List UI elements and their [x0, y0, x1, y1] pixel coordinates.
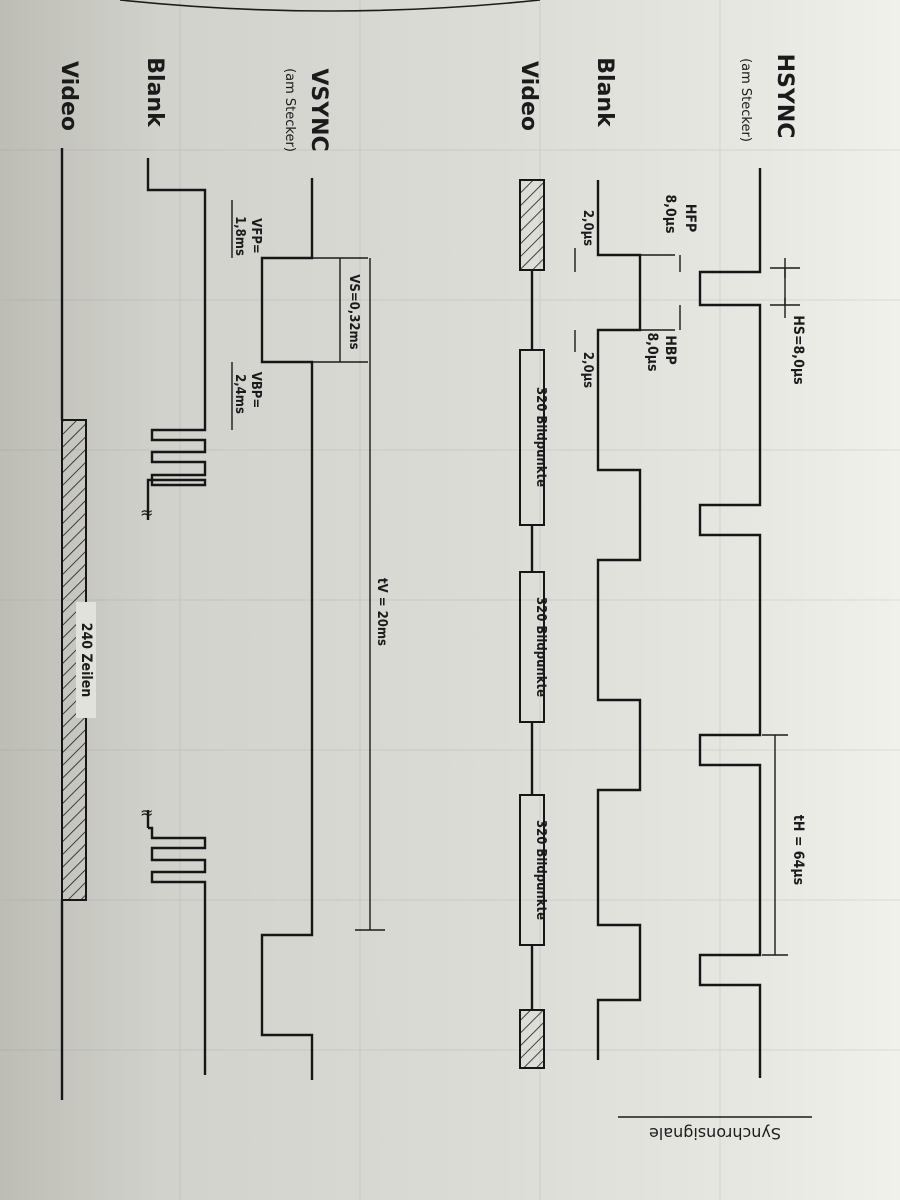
break-mark-1: ≈	[140, 503, 153, 522]
video-v-label: Video	[56, 61, 81, 131]
vfp-title: VFP=	[248, 218, 263, 253]
break-mark-2: ≈	[140, 803, 153, 822]
hsync-label: HSYNC	[772, 54, 797, 139]
hsync-waveform	[698, 168, 762, 1078]
blank-v-waveform-end	[148, 826, 207, 1075]
hs-annotation: HS=8,0μs	[790, 315, 806, 384]
hbp-title: HBP	[662, 335, 678, 364]
video-h-hatch-end	[519, 1009, 545, 1069]
hbp-value: 8,0μs	[644, 332, 660, 371]
blank-h-label: Blank	[592, 57, 617, 128]
hfp-value: 8,0μs	[662, 194, 678, 233]
tv-annotation: tV = 20ms	[374, 578, 389, 646]
vfp-value: 1,8ms	[232, 216, 247, 256]
th-annotation: tH = 64μs	[790, 815, 806, 885]
page-arc	[119, 0, 541, 12]
vs-annotation: VS=0,32ms	[346, 274, 361, 349]
vsync-sub-label: (am Stecker)	[282, 68, 297, 152]
lines-label: 240 Zeilen	[78, 623, 94, 698]
blank-v-label: Blank	[142, 57, 167, 128]
vsync-waveform	[260, 178, 314, 1080]
hsync-sub-label: (am Stecker)	[738, 58, 753, 142]
blank-front-annotation: 2,0μs	[580, 210, 595, 246]
video-h-hatch-1	[519, 179, 545, 271]
pixels-label-1: 320 Bildpunkte	[533, 387, 548, 487]
lines-label-bg	[76, 602, 96, 718]
blank-h-waveform	[596, 180, 642, 1060]
vbp-value: 2,4ms	[232, 374, 247, 414]
vbp-title: VBP=	[248, 372, 263, 408]
vsync-label: VSYNC	[306, 68, 331, 151]
blank-v-waveform	[146, 158, 207, 505]
video-h-label: Video	[516, 61, 541, 131]
hfp-title: HFP	[682, 204, 698, 232]
pixels-label-2: 320 Bildpunkte	[533, 597, 548, 697]
pixels-label-3: 320 Bildpunkte	[533, 820, 548, 920]
blank-back-annotation: 2,0μs	[580, 352, 595, 388]
page-title: Synchronsignale	[649, 1124, 781, 1143]
